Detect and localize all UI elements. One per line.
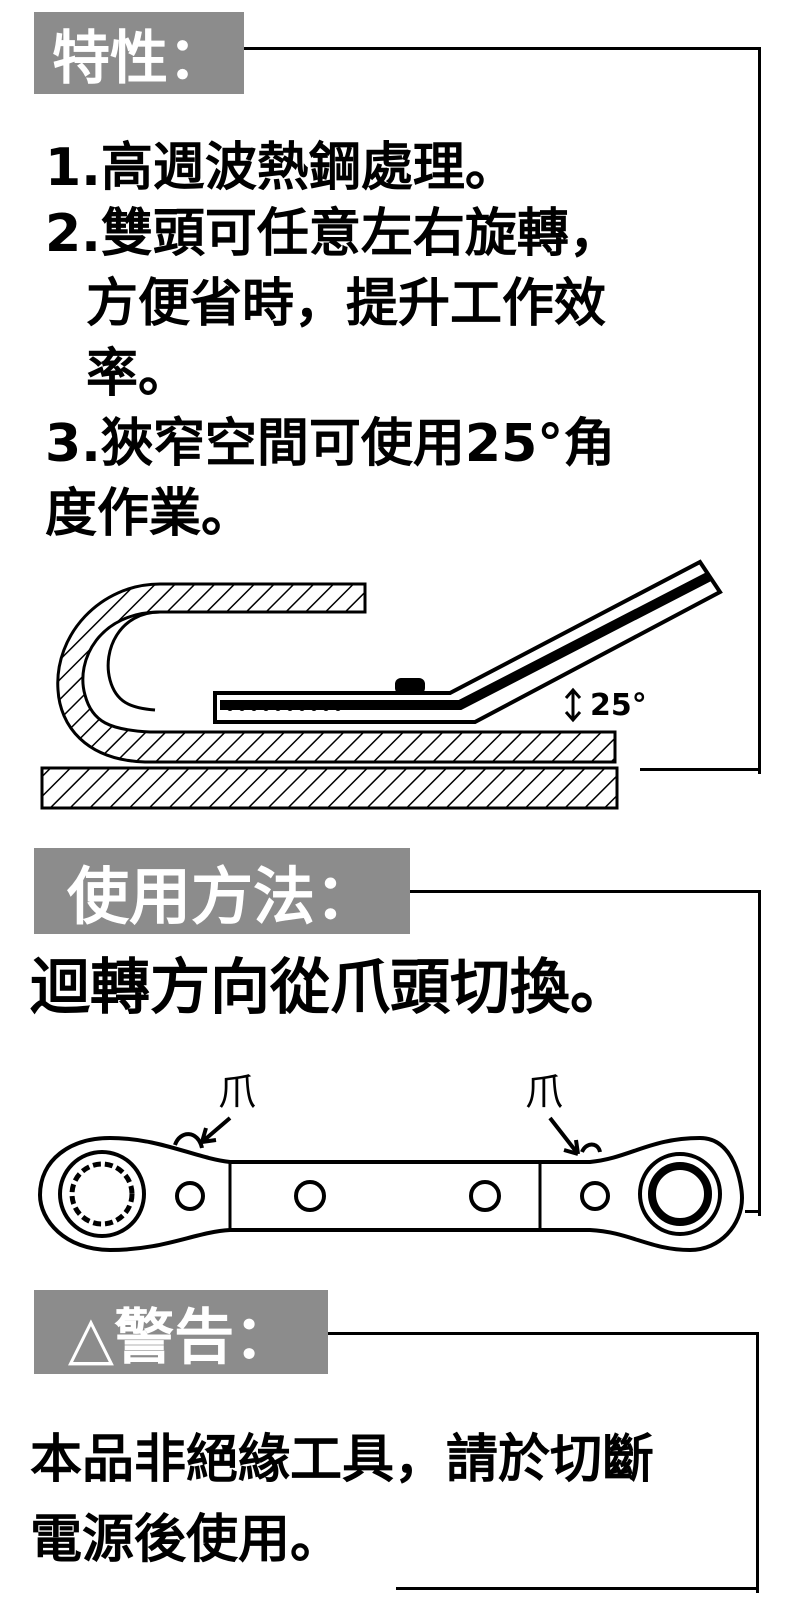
- claw-arrow-left-icon: [200, 1116, 232, 1144]
- feature-line-4: 率。: [86, 344, 191, 404]
- warning-frame: [328, 1332, 759, 1593]
- wrench-body: [37, 1135, 745, 1253]
- claw-label-right: 爪: [525, 1070, 563, 1114]
- usage-text: 迴轉方向從爪頭切換。: [30, 953, 630, 1023]
- usage-section: 使用方法： 迴轉方向從爪頭切換。 爪 爪: [0, 840, 800, 1260]
- usage-title: 使用方法：: [34, 848, 410, 934]
- feature-line-3: 方便省時，提升工作效: [86, 274, 607, 334]
- usage-frame: [410, 890, 761, 1216]
- feature-line-2: 2.雙頭可任意左右旋轉，: [45, 204, 621, 264]
- features-title: 特性：: [34, 12, 244, 94]
- warning-frame-bottom: [396, 1587, 759, 1590]
- angle-label: 25°: [590, 688, 647, 723]
- features-frame: [243, 47, 761, 774]
- features-frame-bottom: [640, 768, 761, 771]
- warning-section: △警告： 本品非絕緣工具，請於切斷 電源後使用。: [0, 1270, 800, 1598]
- hook-plate: [56, 582, 617, 764]
- narrow-space-illustration: 25°: [40, 559, 723, 810]
- bottom-plate: [40, 766, 619, 810]
- angle-arrow-icon: [564, 687, 582, 723]
- warning-line-2: 電源後使用。: [30, 1510, 343, 1570]
- wrench-teeth: [227, 705, 341, 711]
- warning-title: △警告：: [34, 1290, 328, 1374]
- ratchet-wrench-illustration: 爪 爪: [37, 1070, 745, 1253]
- warning-line-1: 本品非絕緣工具，請於切斷: [30, 1430, 655, 1490]
- feature-line-6: 度作業。: [45, 484, 254, 544]
- feature-line-1: 1.高週波熱鋼處理。: [45, 138, 517, 198]
- claw-label-left: 爪: [218, 1070, 256, 1114]
- features-section: 特性： 1.高週波熱鋼處理。 2.雙頭可任意左右旋轉， 方便省時，提升工作效 率…: [34, 12, 761, 810]
- feature-line-5: 3.狹窄空間可使用25°角: [45, 414, 616, 474]
- usage-frame-bottom: [745, 1210, 761, 1213]
- claw-arrow-right-icon: [548, 1116, 580, 1156]
